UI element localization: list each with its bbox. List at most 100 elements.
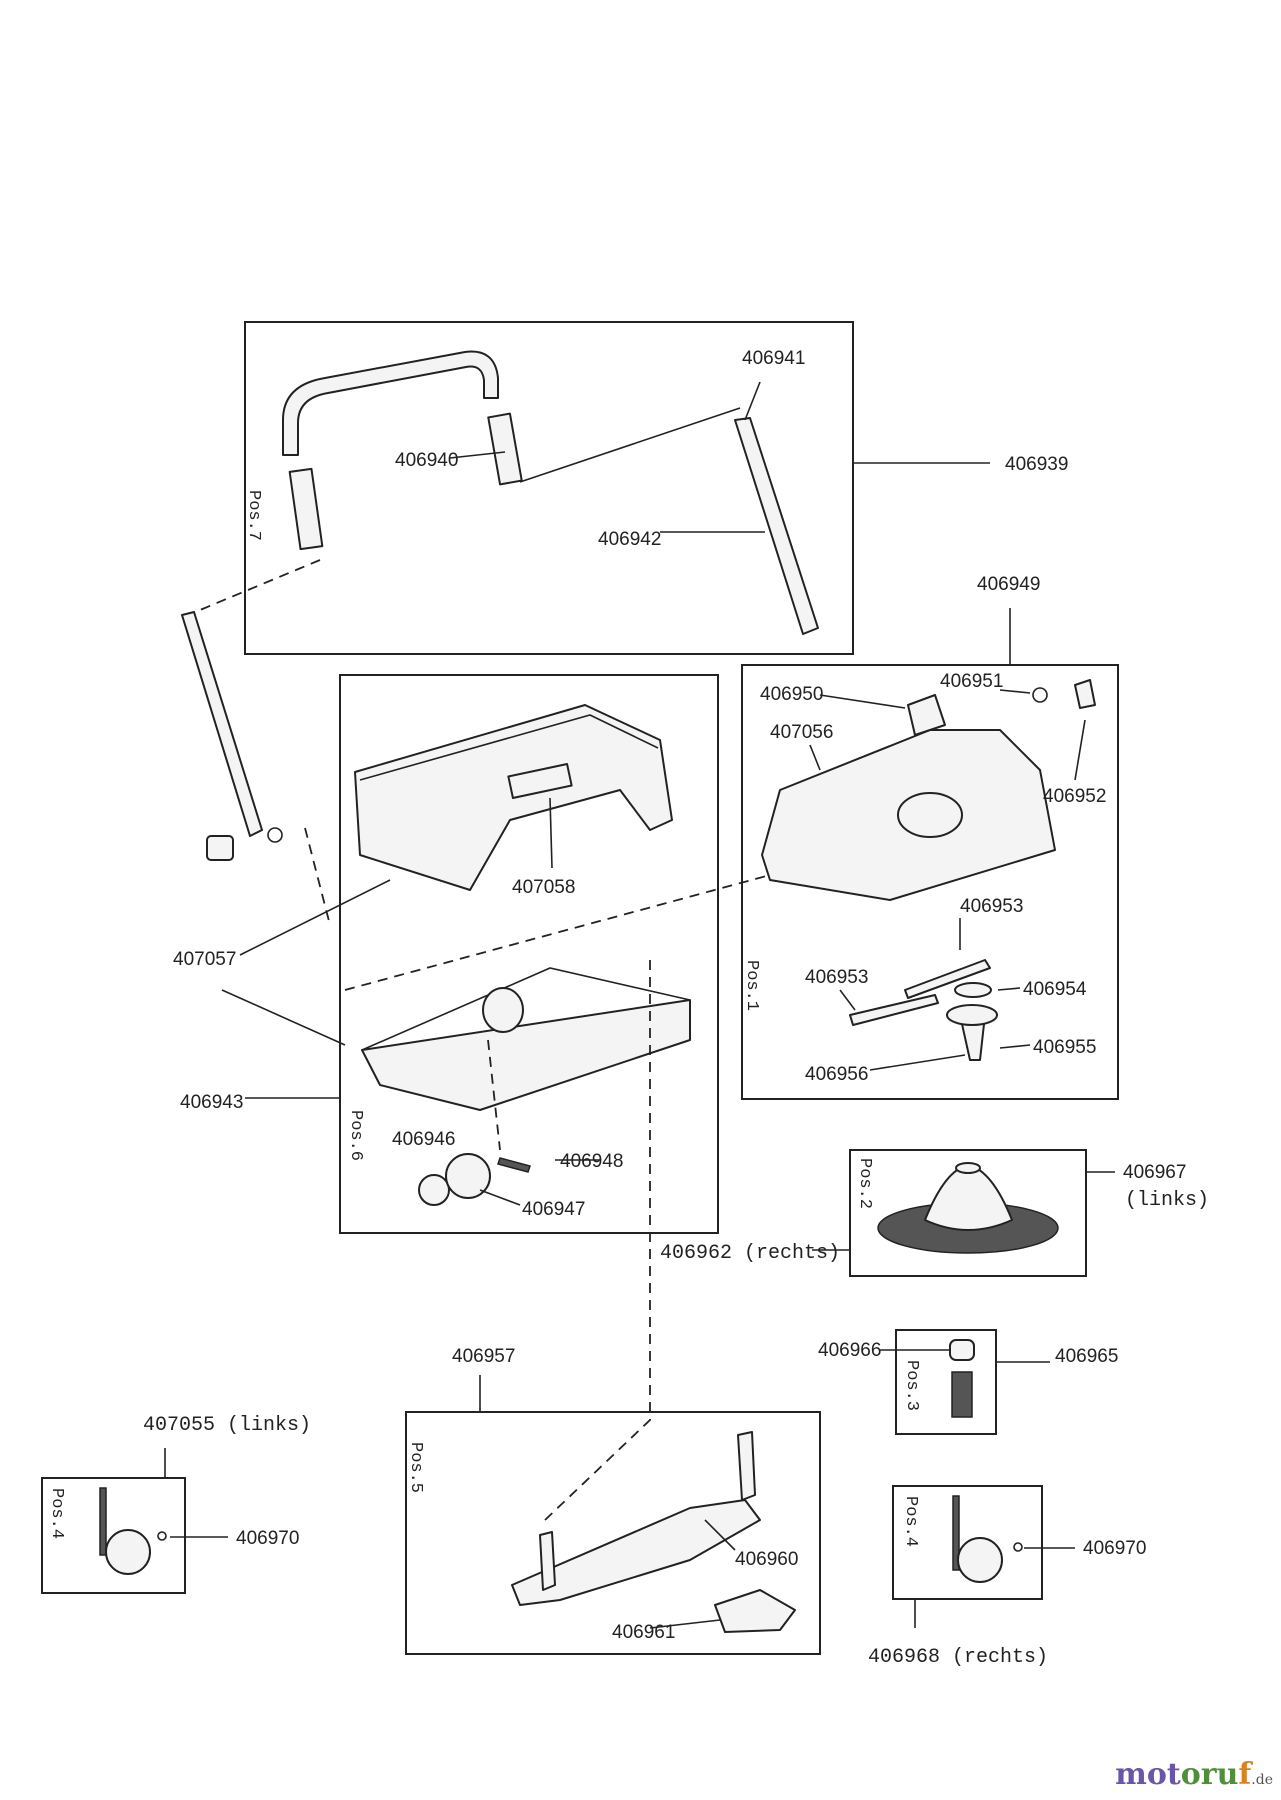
connection-dash [199, 559, 321, 611]
wheel-hub-right [957, 1537, 1003, 1583]
label-407057: 407057 [173, 949, 236, 970]
label-406953-b: 406953 [960, 896, 1023, 917]
leader-406952 [1074, 719, 1086, 781]
label-406954: 406954 [1023, 979, 1087, 1000]
label-406961: 406961 [612, 1622, 675, 1643]
box-pos1 [741, 664, 1119, 1100]
label-406955: 406955 [1033, 1037, 1096, 1058]
handle-tube-lower [181, 611, 263, 837]
motor-housing-opening [897, 792, 963, 838]
pos3-label: Pos.3 [902, 1360, 921, 1411]
label-406952: 406952 [1043, 786, 1106, 807]
connection-line [519, 407, 741, 483]
leader-407057-a [239, 879, 391, 956]
collector-tray-rim [361, 967, 691, 1051]
box-pos2 [849, 1149, 1087, 1277]
label-406950: 406950 [760, 684, 823, 705]
box-pos3 [895, 1329, 997, 1435]
label-406948: 406948 [560, 1151, 623, 1172]
brush-hub-top [955, 1162, 981, 1174]
hub-406956 [946, 1004, 998, 1026]
washer-406951 [1032, 687, 1048, 703]
label-406956: 406956 [805, 1064, 868, 1085]
box-pos4-left [41, 1477, 186, 1594]
group-pos7: Pos.7 406940 406941 406942 406939 [199, 321, 1068, 655]
label-406966: 406966 [818, 1340, 881, 1361]
label-406951: 406951 [940, 671, 1003, 692]
leader-407057-b [221, 989, 346, 1046]
label-406946: 406946 [392, 1129, 455, 1150]
brush-hub [924, 1164, 1013, 1231]
handle-grip-right [487, 412, 523, 486]
group-pos3: Pos.3 406966 406965 [818, 1329, 1118, 1435]
leader-406956 [869, 1054, 966, 1071]
leader-406941 [744, 381, 761, 421]
pos7-label: Pos.7 [244, 490, 263, 541]
axle-left [99, 1487, 107, 1556]
connection-dash-lower [304, 827, 331, 926]
box-pos6 [339, 674, 719, 1234]
label-406970-right: 406970 [1083, 1538, 1146, 1559]
motoruf-watermark-logo: motoruf.de [1115, 1757, 1273, 1792]
leader-406947 [479, 1189, 521, 1206]
group-pos6: Pos.6 407058 407057 406943 406946 406948… [173, 674, 771, 1234]
handle-clamp [206, 835, 234, 861]
label-406947: 406947 [522, 1199, 585, 1220]
label-406953-a: 406953 [805, 967, 868, 988]
sleeve-406966 [949, 1339, 975, 1361]
leader-406960 [704, 1519, 736, 1551]
wheel-406946 [418, 1174, 450, 1206]
label-407056: 407056 [770, 722, 833, 743]
screw-406970-left [157, 1531, 167, 1541]
label-406970-left: 406970 [236, 1528, 299, 1549]
pos6-label: Pos.6 [346, 1110, 365, 1161]
label-406968: 406968 (rechts) [868, 1646, 1048, 1669]
label-406941: 406941 [742, 348, 805, 369]
connection-dash-vertical [544, 960, 651, 1521]
connection-dash-6a [344, 874, 771, 991]
group-pos4-right: Pos.4 406970 406968 (rechts) [868, 1485, 1146, 1669]
leader-406951 [999, 689, 1031, 694]
connection-dash-6b [487, 1039, 501, 1151]
group-pos1: Pos.1 406949 406951 406950 407056 406952… [741, 574, 1119, 1100]
label-406967-side: (links) [1125, 1189, 1209, 1212]
pos1-label: Pos.1 [742, 960, 761, 1011]
collector-tray-406943 [361, 999, 691, 1111]
handle-washer [267, 827, 283, 843]
box-pos4-right [892, 1485, 1043, 1600]
label-406942: 406942 [598, 529, 661, 550]
pos5-label: Pos.5 [406, 1442, 425, 1493]
handle-bar-bow [282, 350, 499, 456]
chassis-bracket [737, 1431, 756, 1501]
wheel-406947 [445, 1153, 491, 1199]
housing-cover-slot [507, 763, 573, 799]
wheel-hub-left [105, 1529, 151, 1575]
watermark-part3: f [1238, 1757, 1252, 1792]
housing-cover-edge [359, 714, 659, 781]
handle-grip-left [288, 467, 324, 551]
screw-406970-right [1013, 1542, 1023, 1552]
chassis-bracket-left [539, 1531, 556, 1591]
pos4-right-label: Pos.4 [901, 1496, 920, 1547]
leader-407058 [549, 797, 553, 869]
box-pos7 [244, 321, 854, 655]
group-pos4-left: Pos.4 407055 (links) 406970 [41, 1414, 311, 1594]
handle-tube-406942 [734, 417, 819, 635]
watermark-part2: oru [1180, 1757, 1239, 1792]
axle-right [952, 1495, 960, 1571]
group-pos2: Pos.2 406967 (links) 406962 (rechts) [660, 1149, 1209, 1277]
label-406962: 406962 (rechts) [660, 1242, 840, 1265]
label-406967: 406967 [1123, 1162, 1186, 1183]
leader-406953-a [839, 989, 856, 1011]
label-407055: 407055 (links) [143, 1414, 311, 1437]
plate-406961 [714, 1589, 796, 1633]
blade-406953-b [904, 959, 991, 999]
clip-406952 [1074, 679, 1096, 709]
leader-406961 [649, 1619, 721, 1629]
disc-406954 [954, 982, 992, 998]
leader-407056 [809, 744, 821, 771]
label-406965: 406965 [1055, 1346, 1118, 1367]
watermark-domain: .de [1251, 1772, 1273, 1788]
bushing-406965 [951, 1371, 973, 1418]
